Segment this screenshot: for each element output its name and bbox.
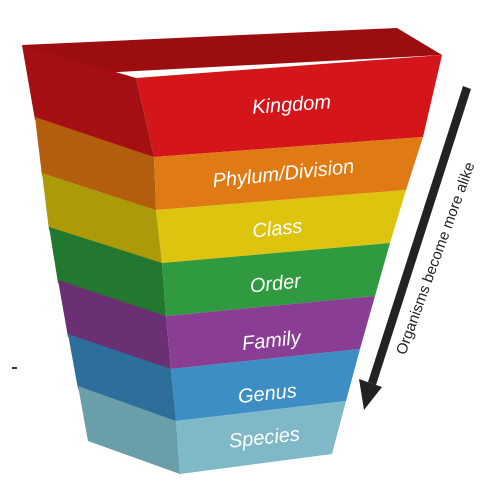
species-left-face [78,386,180,474]
phylum-front-face [154,137,423,210]
kingdom-label: Kingdom [251,91,331,118]
family-left-face [58,280,171,369]
level-family: Family [58,280,375,369]
genus-front-face [171,349,360,421]
order-left-face [49,227,166,316]
level-kingdom: Kingdom [22,28,442,157]
species-front-face [176,401,346,474]
family-front-face [166,296,375,369]
class-label: Class [251,215,303,242]
phylum-left-face [35,117,156,210]
level-species: Species [78,386,346,474]
level-order: Order [49,227,390,316]
level-genus: Genus [68,334,360,421]
genus-left-face [68,334,176,421]
class-left-face [42,173,162,263]
stray-mark [12,367,17,369]
class-front-face [156,190,406,263]
order-front-face [162,243,390,316]
arrow-shaft [368,86,471,385]
level-phylum: Phylum/Division [35,117,423,210]
level-class: Class [42,173,406,263]
arrow-head [359,379,382,410]
kingdom-top-face [22,28,442,75]
kingdom-front-face [136,55,442,157]
kingdom-left-face [22,45,154,157]
order-label: Order [249,270,303,297]
